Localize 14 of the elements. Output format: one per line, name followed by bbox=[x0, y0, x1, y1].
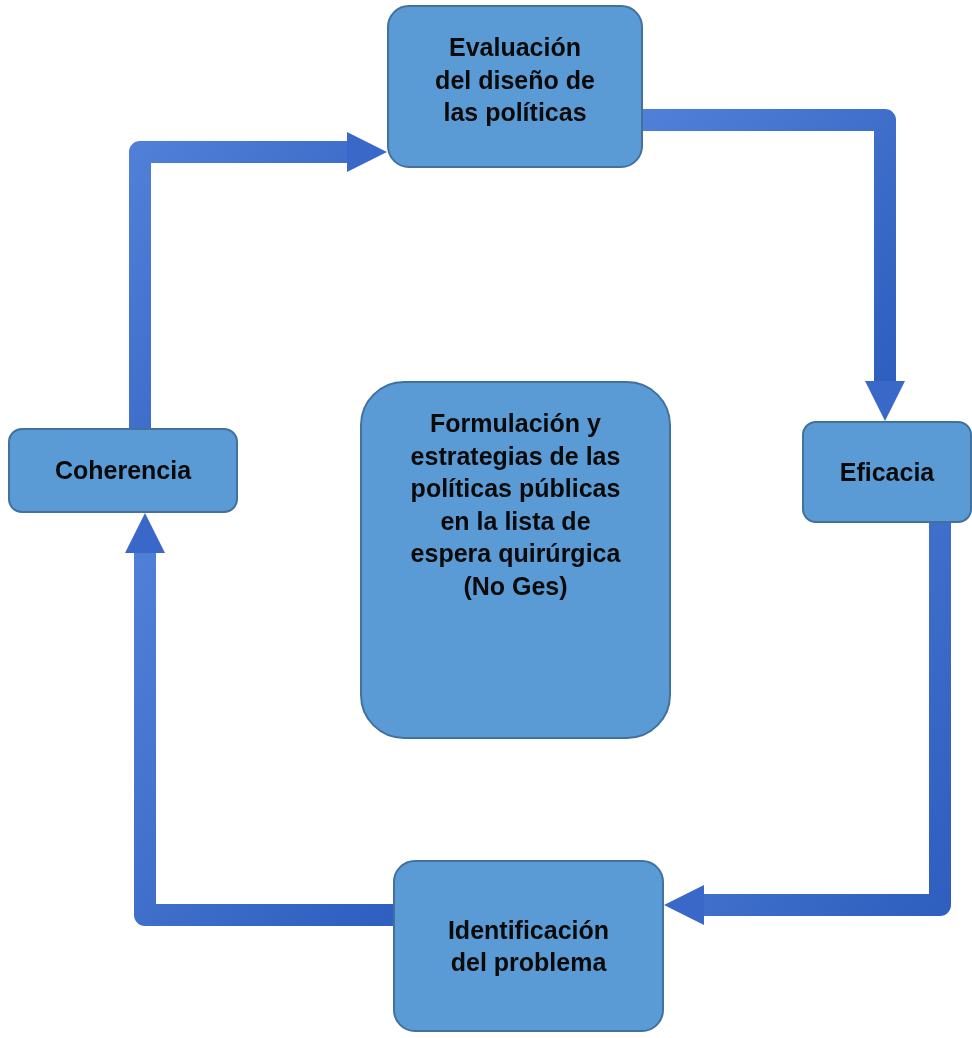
process-box bbox=[393, 860, 664, 1032]
process-box bbox=[802, 421, 972, 523]
box-label: Identificación del problema bbox=[446, 914, 611, 978]
box-label: Formulación y estrategias de las políticas públicas en la lista de espera quirúrgica (No Ges) bbox=[409, 408, 622, 602]
block-arrow bbox=[643, 109, 905, 421]
process-box bbox=[360, 381, 671, 739]
box-label: Evaluación del diseño de las políticas bbox=[434, 32, 596, 128]
process-box bbox=[8, 428, 238, 513]
process-box bbox=[387, 5, 643, 168]
block-arrow bbox=[664, 523, 951, 925]
block-arrow bbox=[129, 132, 387, 428]
box-label: Coherencia bbox=[54, 455, 192, 487]
box-label: Eficacia bbox=[839, 456, 935, 488]
block-arrow bbox=[125, 513, 393, 926]
